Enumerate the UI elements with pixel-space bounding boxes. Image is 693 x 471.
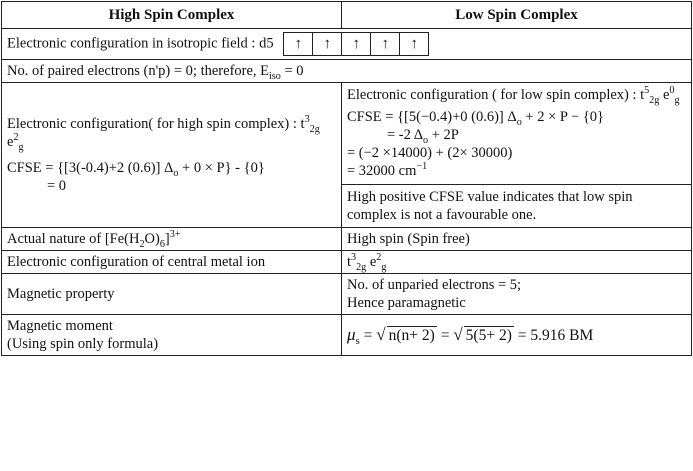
row-paired-electrons: No. of paired electrons (n'p) = 0; there… [1, 59, 692, 83]
actual-nature-value: High spin (Spin free) [341, 227, 692, 251]
central-ion-value: t32g e2g [341, 250, 692, 274]
orbital-box: ↑ [341, 32, 372, 56]
low-spin-cfse-result: = 32000 cm−1 [347, 161, 428, 179]
high-spin-cfse: CFSE = {[3(-0.4)+2 (0.6)] Δo + 0 × P} - … [7, 160, 265, 179]
magnetic-property-value: No. of unparied electrons = 5; Hence par… [341, 273, 692, 315]
high-spin-cfse-result: = 0 [47, 178, 67, 194]
high-spin-config: Electronic configuration( for high spin … [7, 114, 320, 153]
orbital-box: ↑ [283, 32, 314, 56]
orbital-box-diagram: ↑ ↑ ↑ ↑ ↑ [283, 32, 430, 56]
magnetic-property-label: Magnetic property [1, 273, 342, 315]
low-spin-note: High positive CFSE value indicates that … [342, 184, 691, 224]
header-high-spin: High Spin Complex [1, 1, 342, 29]
orbital-box: ↑ [312, 32, 343, 56]
low-spin-cfse-substitution: = (−2 ×14000) + (2× 30000) [347, 145, 513, 161]
header-low-spin: Low Spin Complex [341, 1, 692, 29]
sqrt-symbol: √ [376, 324, 386, 344]
magnetic-moment-label: Magnetic moment (Using spin only formula… [1, 314, 342, 356]
low-spin-cfse-step: = -2 Δo + 2P [387, 127, 459, 146]
row-isotropic-config: Electronic configuration in isotropic fi… [1, 28, 692, 60]
low-spin-cfse-cell: Electronic configuration ( for low spin … [341, 82, 692, 228]
comparison-table: High Spin Complex Low Spin Complex Elect… [1, 1, 692, 356]
magnetic-moment-formula: μs = √n(n+ 2) = √5(5+ 2) = 5.916 BM [341, 314, 692, 356]
paired-electrons-text: No. of paired electrons (n'p) = 0; there… [7, 63, 270, 79]
orbital-box: ↑ [370, 32, 401, 56]
orbital-box: ↑ [399, 32, 430, 56]
header-row: High Spin Complex Low Spin Complex [1, 1, 692, 29]
row-magnetic-moment: Magnetic moment (Using spin only formula… [1, 314, 692, 356]
high-spin-cfse-cell: Electronic configuration( for high spin … [1, 82, 342, 228]
isotropic-config-label: Electronic configuration in isotropic fi… [7, 35, 274, 52]
low-spin-config: Electronic configuration ( for low spin … [347, 85, 680, 106]
row-actual-nature: Actual nature of [Fe(H2O)6]3+ High spin … [1, 227, 692, 251]
row-cfse: Electronic configuration( for high spin … [1, 82, 692, 228]
central-ion-label: Electronic configuration of central meta… [1, 250, 342, 274]
row-magnetic-property: Magnetic property No. of unparied electr… [1, 273, 692, 315]
sqrt-symbol: √ [453, 324, 463, 344]
low-spin-cfse: CFSE = {[5(−0.4)+0 (0.6)] Δo + 2 × P − {… [347, 109, 604, 128]
row-central-ion-config: Electronic configuration of central meta… [1, 250, 692, 274]
